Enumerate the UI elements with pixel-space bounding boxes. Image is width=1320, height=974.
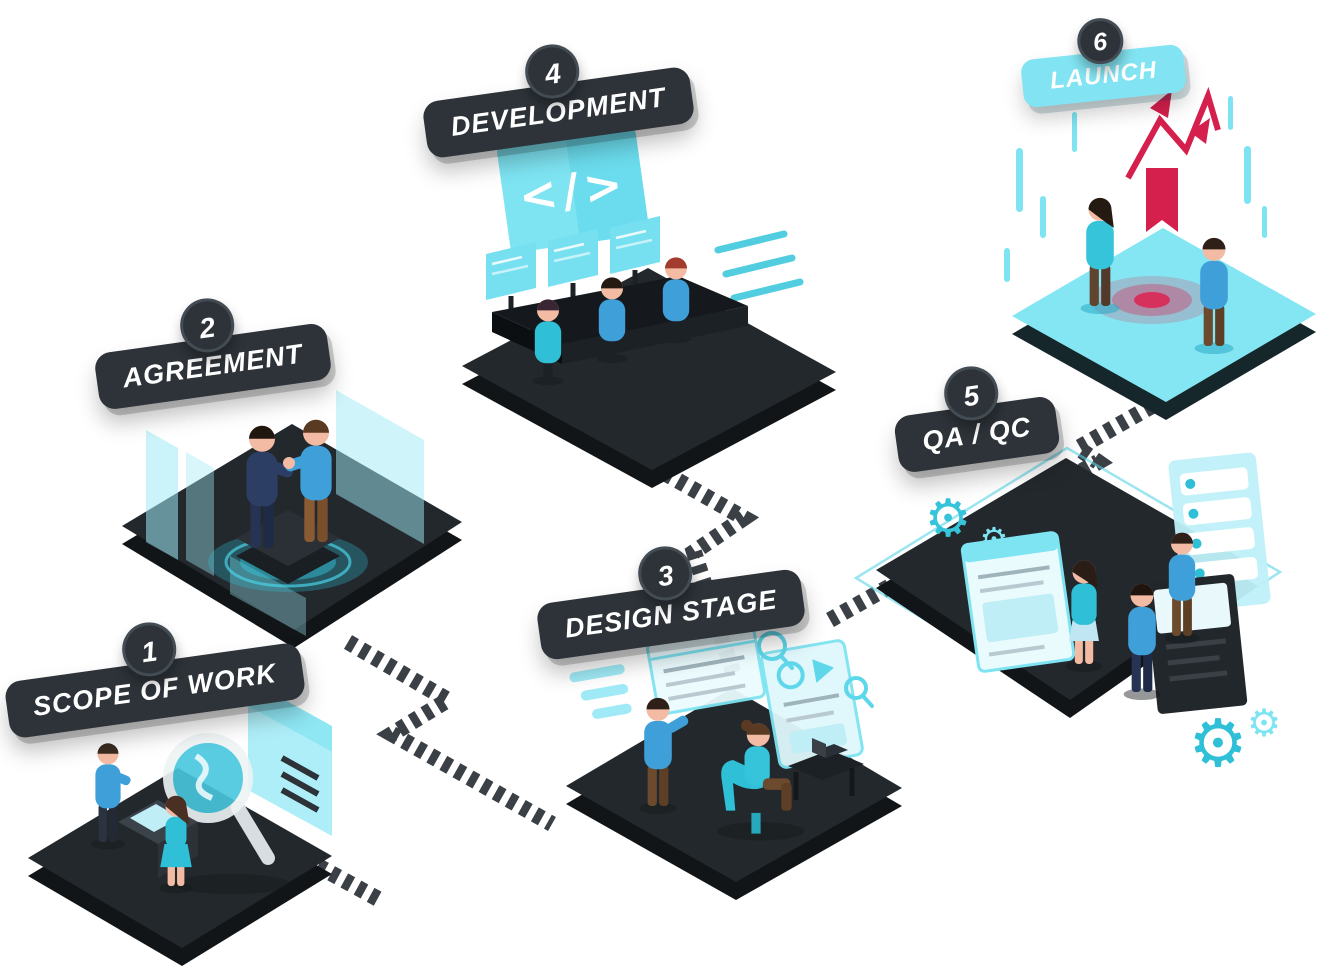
laptop-icon	[812, 738, 848, 758]
person	[660, 257, 692, 344]
magnifier-icon	[844, 676, 874, 708]
person	[1164, 532, 1200, 644]
person	[284, 419, 332, 542]
toolbar-strips	[569, 664, 632, 719]
rocket-icon	[1125, 86, 1221, 232]
gear-icon: ⚙	[925, 489, 972, 549]
person	[159, 795, 193, 894]
platform-launch	[1004, 86, 1316, 420]
monitor-icon	[610, 216, 660, 284]
handshake	[283, 457, 295, 469]
platform-design	[566, 624, 902, 900]
person-seated	[716, 719, 805, 841]
card-window-icon	[760, 639, 864, 769]
browser-window-icon	[646, 624, 766, 716]
person	[246, 425, 294, 548]
person	[596, 277, 628, 364]
confetti	[1004, 96, 1267, 282]
monitor-icon	[486, 242, 536, 310]
monitor-icon	[548, 229, 598, 297]
platform-qa: ⚙ ⚙ ⚙ ⚙	[853, 446, 1283, 782]
platform-development: </>	[462, 127, 836, 488]
glass-panels	[146, 390, 424, 636]
track-agreement-design	[343, 635, 556, 831]
track-scope-spur	[314, 858, 384, 908]
magnifier-icon	[163, 733, 290, 894]
person	[1194, 237, 1234, 355]
person	[1080, 197, 1120, 315]
monitors	[486, 216, 660, 310]
desk	[788, 738, 864, 800]
platform-scope	[28, 694, 332, 966]
gear-icon: ⚙	[1188, 705, 1247, 782]
person	[639, 697, 689, 815]
document-icon	[248, 694, 332, 836]
platform-agreement	[122, 390, 462, 648]
magnifier-icon	[757, 631, 794, 670]
person	[91, 743, 131, 850]
motion-stripes	[714, 230, 804, 302]
launch-target	[1090, 276, 1214, 324]
person	[532, 299, 564, 386]
code-screen: </>	[497, 127, 649, 253]
gear-icon: ⚙	[1247, 701, 1281, 745]
person	[1123, 583, 1161, 701]
browser-window-icon	[960, 531, 1076, 673]
track-qa-launch	[1030, 399, 1156, 505]
gear-icon: ⚙	[980, 520, 1009, 558]
person	[1065, 560, 1103, 673]
